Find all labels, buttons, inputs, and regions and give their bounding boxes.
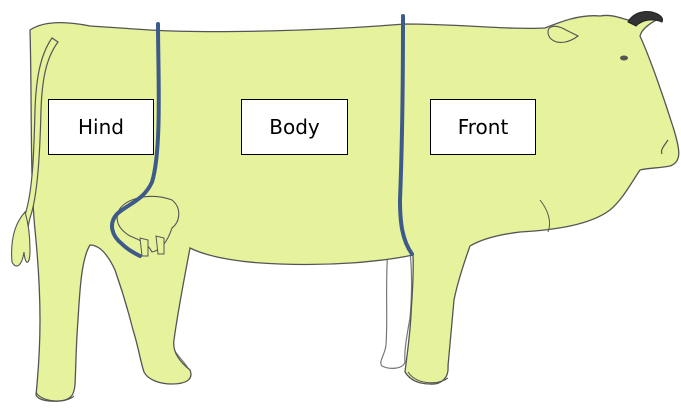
tail-tuft (12, 212, 30, 266)
udder-teat-2 (156, 236, 164, 254)
udder-teat-1 (140, 238, 148, 256)
front-region-label: Front (430, 99, 536, 155)
hind-region-label: Hind (48, 99, 154, 155)
body-region-label: Body (241, 99, 348, 155)
cow-eye (620, 56, 628, 61)
far-front-leg (381, 248, 412, 368)
